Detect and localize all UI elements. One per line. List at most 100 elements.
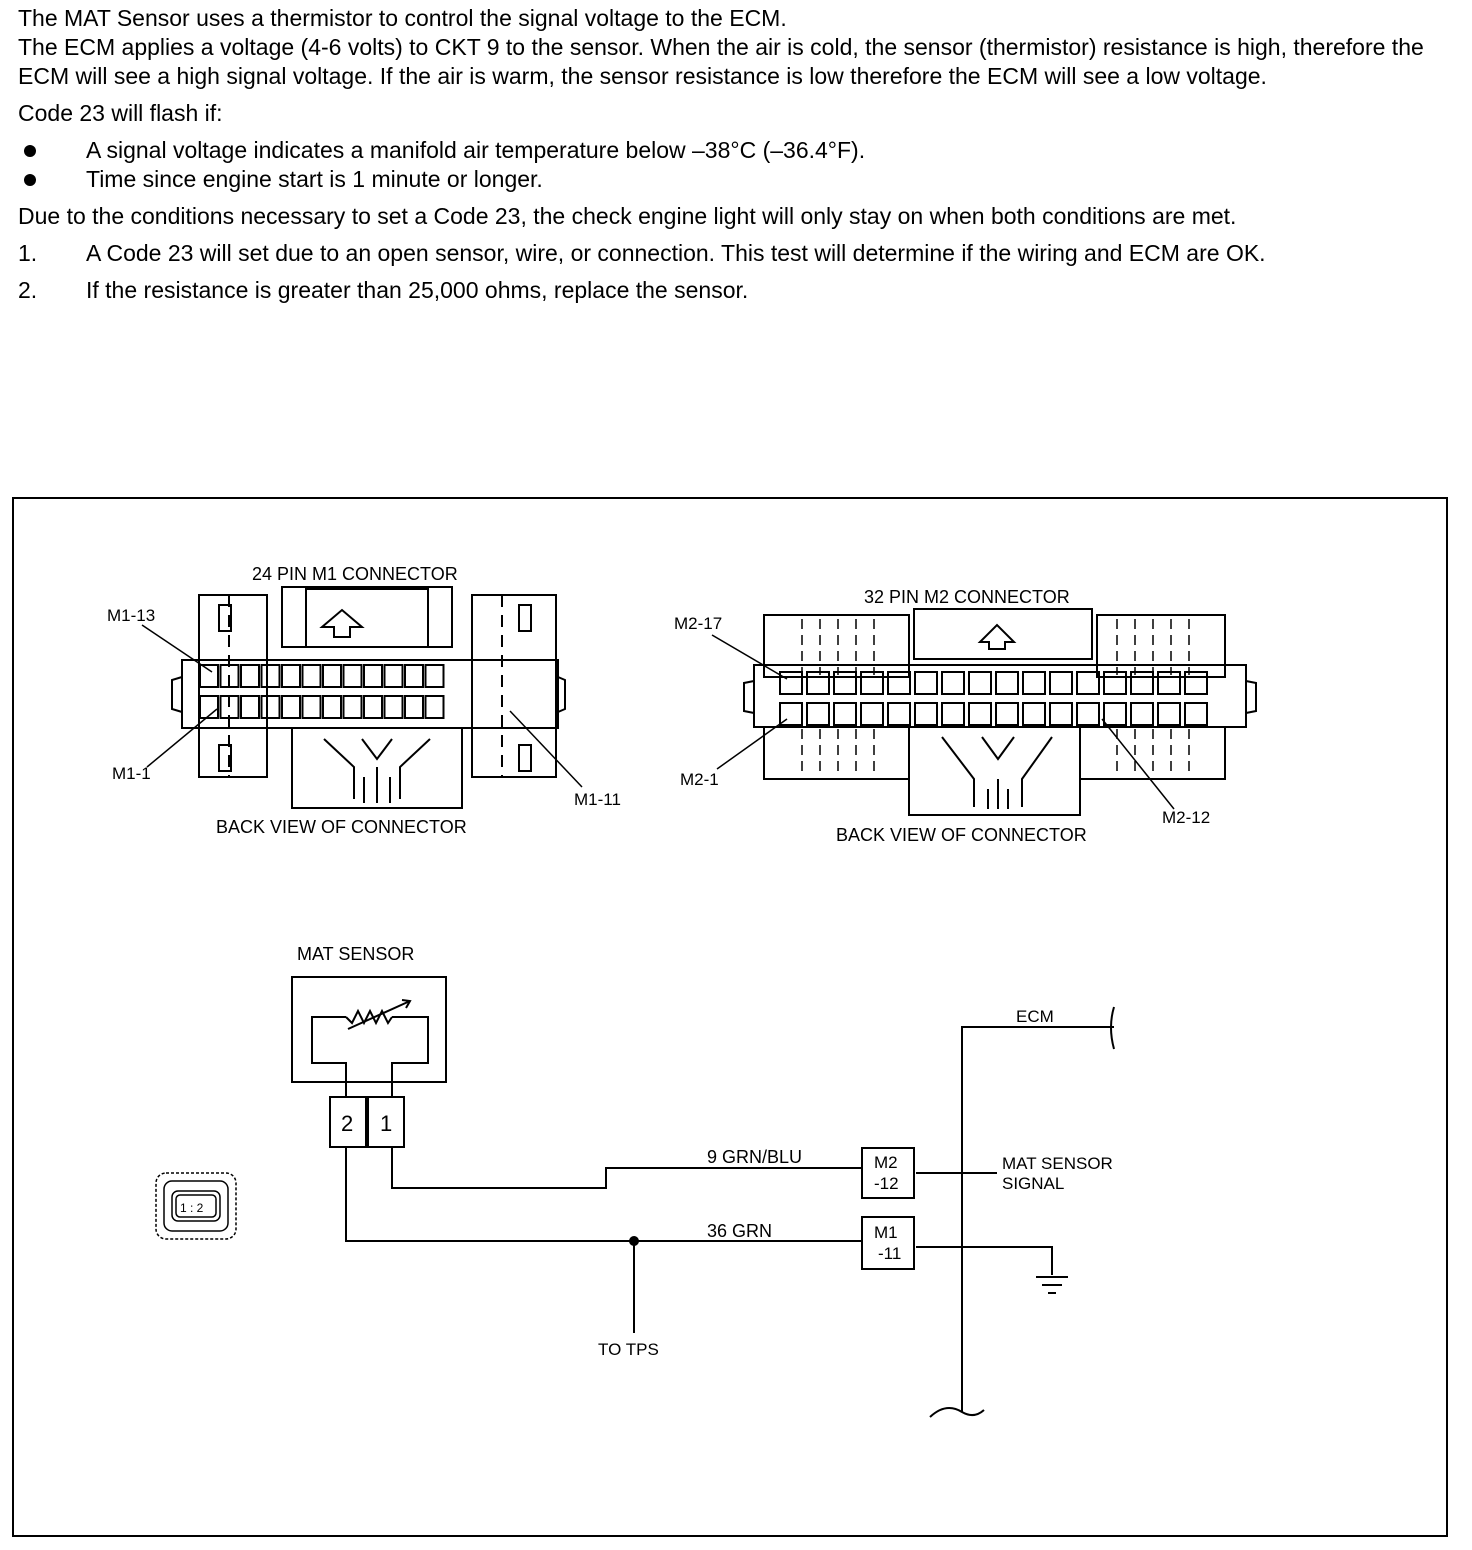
pin-cavity [322, 695, 342, 719]
m2-pin-label-1: M2-1 [680, 770, 719, 789]
signal-label-line1: MAT SENSOR [1002, 1154, 1113, 1173]
sensor-pin-2: 2 [341, 1111, 353, 1136]
pin-cavity [342, 664, 363, 688]
pin-cavity [995, 702, 1019, 726]
diagram-frame [12, 497, 1448, 1537]
pin-cavity [260, 664, 281, 688]
pin-cavity [806, 702, 830, 726]
pin-cavity [995, 671, 1019, 695]
m1-leader-lines [141, 624, 583, 788]
sensor-pin-1: 1 [380, 1111, 392, 1136]
pin-cavity [941, 671, 965, 695]
pin-cavity [779, 702, 803, 726]
connector-face-pins: 1 : 2 [180, 1201, 204, 1215]
pin-cavity [914, 702, 938, 726]
pin-cavity [779, 671, 803, 695]
pin-cavity [1076, 671, 1100, 695]
m2-leader-lines [711, 634, 1175, 810]
pin-cavity [1076, 702, 1100, 726]
pin-cavity [1130, 671, 1154, 695]
sensor-terminal-block: 2 1 [329, 1082, 405, 1148]
m1-pin-label-11: M1-11 [574, 790, 621, 809]
pin-cavity [219, 695, 240, 719]
pin-cavity [860, 671, 884, 695]
pin-cavity [1130, 702, 1154, 726]
pin-cavity [363, 695, 383, 719]
bullet-icon [24, 145, 36, 157]
m2-connector-icon [743, 608, 1257, 816]
pin-cavity [240, 664, 260, 688]
paragraph-conditions: Due to the conditions necessary to set a… [18, 203, 1237, 229]
ecm-terminal-m2-12: M2 -12 [861, 1147, 915, 1199]
m2-pin-grid [779, 671, 1208, 726]
pin-cavity [424, 664, 445, 688]
m1-caption: BACK VIEW OF CONNECTOR [216, 817, 467, 837]
pin-cavity [1049, 671, 1073, 695]
m1-pin-label-13: M1-13 [107, 606, 155, 625]
pin-cavity [887, 702, 911, 726]
pin-cavity [199, 664, 219, 688]
pin-cavity [887, 671, 911, 695]
mat-sensor-box [291, 976, 447, 1083]
step-item: 1. A Code 23 will set due to an open sen… [18, 239, 1458, 268]
pin-cavity [806, 671, 830, 695]
step-text: If the resistance is greater than 25,000… [86, 277, 749, 303]
pin-cavity [1103, 702, 1127, 726]
bullet-text: A signal voltage indicates a manifold ai… [86, 137, 866, 163]
wiring-diagram: 24 PIN M1 CONNECTOR M1-13 M1-1 M1-11 BAC… [12, 497, 1448, 1537]
step-text: A Code 23 will set due to an open sensor… [86, 240, 1266, 266]
pin-cavity [833, 671, 857, 695]
m1-connector-title: 24 PIN M1 CONNECTOR [252, 564, 458, 584]
terminal-m1-line1: M1 [874, 1223, 898, 1242]
pin-cavity [199, 695, 219, 719]
pin-cavity [342, 695, 363, 719]
pin-cavity [860, 702, 884, 726]
m1-connector-icon [171, 586, 566, 809]
pin-cavity [322, 664, 342, 688]
connector-face-icon: 1 : 2 [155, 1172, 237, 1240]
step-number: 1. [18, 240, 38, 266]
ecm-terminal-m1-11: M1 -11 [861, 1216, 915, 1270]
pin-cavity [404, 664, 424, 688]
pin-cavity [1022, 671, 1046, 695]
paragraph-ecm-voltage: The ECM applies a voltage (4-6 volts) to… [18, 34, 1424, 89]
pin-cavity [260, 695, 281, 719]
pin-cavity [1184, 671, 1208, 695]
m2-pin-label-17: M2-17 [674, 614, 722, 633]
description-text: The MAT Sensor uses a thermistor to cont… [18, 4, 1458, 305]
wiring-diagram-svg: 24 PIN M1 CONNECTOR M1-13 M1-1 M1-11 BAC… [12, 497, 1448, 1537]
terminal-m2-line2: -12 [874, 1174, 899, 1193]
pin-cavity [404, 695, 424, 719]
splice-node [629, 1236, 639, 1246]
bullet-item: Time since engine start is 1 minute or l… [18, 165, 1458, 194]
m2-caption: BACK VIEW OF CONNECTOR [836, 825, 1087, 845]
pin-cavity [1022, 702, 1046, 726]
pin-cavity [301, 664, 322, 688]
pin-cavity [833, 702, 857, 726]
wire-label-grn-blu: 9 GRN/BLU [707, 1147, 802, 1167]
pin-cavity [968, 702, 992, 726]
bullet-item: A signal voltage indicates a manifold ai… [18, 136, 1458, 165]
pin-cavity [363, 664, 383, 688]
pin-cavity [424, 695, 445, 719]
m1-pin-grid [199, 664, 445, 719]
pin-cavity [1157, 671, 1181, 695]
bullet-icon [24, 174, 36, 186]
pin-cavity [1184, 702, 1208, 726]
bullet-text: Time since engine start is 1 minute or l… [86, 166, 543, 192]
pin-cavity [941, 702, 965, 726]
m1-pin-label-1: M1-1 [112, 764, 151, 783]
pin-cavity [219, 664, 240, 688]
pin-cavity [281, 664, 301, 688]
pin-cavity [240, 695, 260, 719]
pin-cavity [1103, 671, 1127, 695]
m2-pin-label-12: M2-12 [1162, 808, 1210, 827]
paragraph-mat-sensor: The MAT Sensor uses a thermistor to cont… [18, 5, 787, 31]
circuit-wires [345, 1006, 1115, 1418]
pin-cavity [383, 695, 404, 719]
signal-label-line2: SIGNAL [1002, 1174, 1064, 1193]
pin-cavity [914, 671, 938, 695]
pin-cavity [281, 695, 301, 719]
m2-connector-title: 32 PIN M2 CONNECTOR [864, 587, 1070, 607]
wire-label-grn: 36 GRN [707, 1221, 772, 1241]
